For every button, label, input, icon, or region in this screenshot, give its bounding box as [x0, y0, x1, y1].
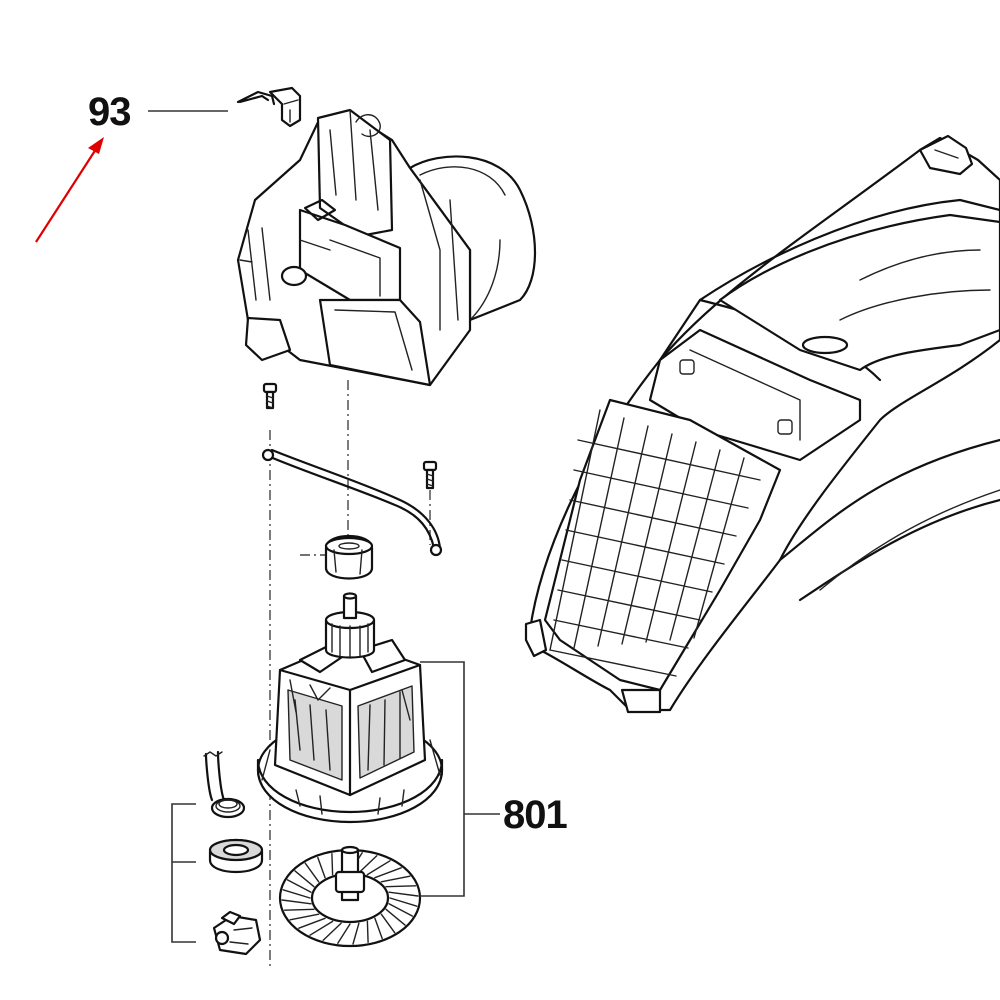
- fan-blade: [388, 903, 414, 917]
- fan-blade: [374, 867, 402, 879]
- grille-bar: [549, 409, 601, 651]
- fan-blade: [322, 922, 342, 941]
- fan-blade: [294, 870, 315, 888]
- grille-bar: [693, 457, 745, 639]
- grille-bar: [573, 417, 625, 649]
- grille-bar: [569, 499, 737, 537]
- fan-blade: [366, 920, 369, 943]
- callout-801: 801: [503, 793, 568, 837]
- motor-housing-cover: [236, 108, 537, 387]
- screw-right: [422, 460, 438, 490]
- fan-blade: [358, 855, 378, 874]
- grille-bar: [561, 559, 713, 593]
- grille-bar: [621, 433, 673, 645]
- connector-wire: [261, 448, 443, 557]
- grille-bar: [669, 449, 721, 641]
- fan-blade: [331, 853, 334, 876]
- grille-bar: [645, 441, 697, 643]
- fan-blade: [286, 879, 312, 893]
- seal-ring: [208, 838, 264, 874]
- grille-bar: [597, 425, 649, 647]
- fan-blade: [385, 908, 406, 926]
- small-parts-bracket: [171, 803, 196, 943]
- fan-impeller: [278, 845, 422, 948]
- bearing-cap: [324, 535, 374, 580]
- fan-blade: [281, 899, 312, 905]
- fan-blade: [282, 889, 311, 899]
- fan-blade: [352, 922, 360, 945]
- outer-shroud-housing: [524, 134, 1000, 714]
- brush-spring: [203, 750, 246, 819]
- fan-blade: [380, 913, 396, 934]
- grille-bar: [549, 649, 677, 677]
- fan-blade: [317, 856, 326, 879]
- fan-blade: [298, 917, 326, 929]
- fan-blade: [389, 897, 418, 907]
- motor-assembly: [256, 592, 444, 824]
- fan-blade: [366, 860, 391, 876]
- red-annotation-arrow: [35, 137, 104, 243]
- grille-bar: [577, 439, 761, 481]
- fan-blade: [309, 920, 334, 936]
- fan-blade: [337, 923, 351, 944]
- brush-holder: [212, 910, 262, 956]
- leader-bracket-801: [420, 661, 500, 897]
- grille-bar: [557, 589, 701, 621]
- fan-blade: [289, 913, 320, 921]
- grille-bar: [553, 619, 689, 649]
- grille-bar: [565, 529, 725, 565]
- fan-blade: [380, 875, 411, 883]
- fan-blade: [388, 891, 419, 897]
- screw-left: [262, 382, 278, 410]
- fan-blade: [283, 908, 315, 911]
- fan-blade: [374, 917, 383, 940]
- grille-bar: [573, 469, 749, 509]
- fan-blade: [385, 885, 417, 888]
- fan-blade: [304, 862, 320, 883]
- spring-clip-part: [236, 86, 302, 128]
- callout-93: 93: [88, 90, 131, 134]
